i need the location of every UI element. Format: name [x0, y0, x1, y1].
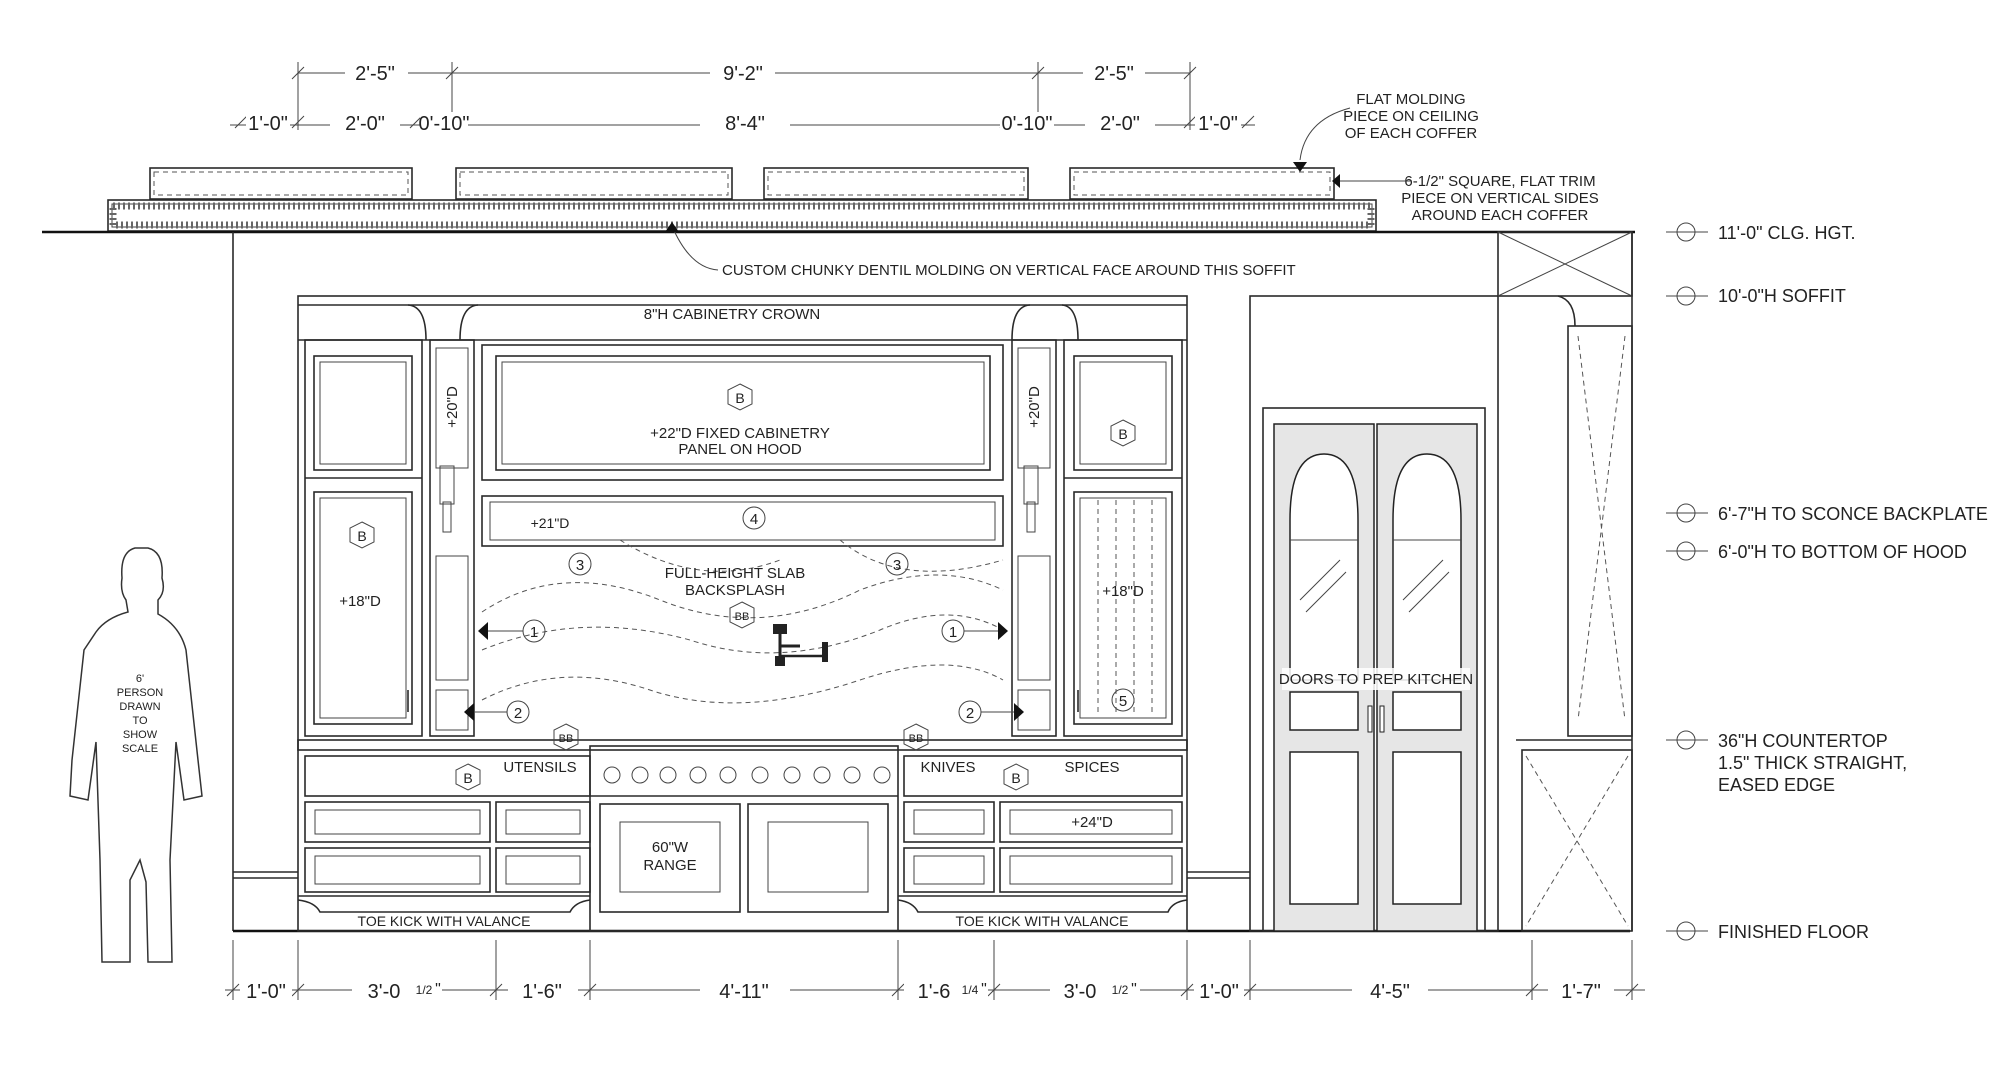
dim-top-lower-3: 0'-10" — [419, 113, 470, 135]
person-label-1: 6' — [136, 673, 144, 685]
cabinetry: 8"H CABINETRY CROWN +18"D +20"D +22"D FI… — [297, 295, 1188, 932]
note-flat-molding-1: FLAT MOLDING — [1356, 91, 1465, 108]
level-soffit: 10'-0"H SOFFIT — [1718, 286, 1846, 306]
note-flat-molding-3: OF EACH COFFER — [1345, 125, 1478, 142]
person-label-4: TO — [132, 715, 148, 727]
backsplash-label-2: BACKSPLASH — [685, 582, 785, 599]
tag-3-right: 3 — [893, 557, 901, 574]
dim-bottom-5: 1'-6 — [918, 981, 951, 1003]
tag-3-left: 3 — [576, 557, 584, 574]
dim-top-lower-4: 8'-4" — [725, 113, 765, 135]
hood-depth: +21"D — [531, 515, 570, 531]
range-label-1: 60"W — [652, 839, 689, 856]
dim-bottom-2: 3'-0 — [368, 981, 401, 1003]
dim-top-lower-7: 1'-0" — [1198, 113, 1238, 135]
toe-kick-right: TOE KICK WITH VALANCE — [956, 913, 1129, 929]
level-hood: 6'-0"H TO BOTTOM OF HOOD — [1718, 542, 1967, 562]
ceiling-coffers — [149, 167, 1335, 200]
dim-bottom-7: 1'-0" — [1199, 981, 1239, 1003]
level-markers: 11'-0" CLG. HGT. 10'-0"H SOFFIT 6'-7"H T… — [1666, 222, 1988, 942]
tag-b-right-upper: B — [1118, 426, 1127, 442]
tag-bb-left: BB — [559, 733, 574, 745]
tag-b-left-base: B — [463, 770, 472, 786]
level-countertop-2: 1.5" THICK STRAIGHT, — [1718, 753, 1907, 773]
pot-filler-icon — [773, 624, 828, 666]
dim-bottom-8: 4'-5" — [1370, 981, 1410, 1003]
note-flat-molding-2: PIECE ON CEILING — [1343, 108, 1479, 125]
tag-1-right: 1 — [949, 624, 957, 641]
note-dentil: CUSTOM CHUNKY DENTIL MOLDING ON VERTICAL… — [722, 262, 1296, 279]
dim-top-lower-6: 2'-0" — [1100, 113, 1140, 135]
left-tall-depth: +18"D — [339, 593, 381, 610]
toe-kick-left: TOE KICK WITH VALANCE — [358, 913, 531, 929]
level-countertop-3: EASED EDGE — [1718, 775, 1835, 795]
dim-bottom-3: 1'-6" — [522, 981, 562, 1003]
person-label-5: SHOW — [123, 729, 158, 741]
tag-bb-backsplash: BB — [735, 611, 750, 623]
dim-top-lower-1: 1'-0" — [248, 113, 288, 135]
level-countertop-1: 36"H COUNTERTOP — [1718, 731, 1888, 751]
scale-person: 6' PERSON DRAWN TO SHOW SCALE — [69, 547, 203, 963]
dim-bottom-4: 4'-11" — [719, 981, 768, 1003]
right-tall-depth: +18"D — [1102, 583, 1144, 600]
tag-b-left-tall: B — [357, 528, 366, 544]
dim-bottom-1: 1'-0" — [246, 981, 286, 1003]
level-ceiling: 11'-0" CLG. HGT. — [1718, 223, 1856, 243]
level-floor: FINISHED FLOOR — [1718, 922, 1869, 942]
knives-label: KNIVES — [920, 759, 975, 776]
note-flat-trim-1: 6-1/2" SQUARE, FLAT TRIM — [1404, 173, 1595, 190]
backsplash-label-1: FULL-HEIGHT SLAB — [665, 565, 806, 582]
spices-label: SPICES — [1064, 759, 1119, 776]
note-flat-trim-3: AROUND EACH COFFER — [1412, 207, 1589, 224]
person-label-2: PERSON — [117, 687, 164, 699]
top-dimensions: 2'-5" 9'-2" 2'-5" 1'-0" 2'-0" 0'-10" 8'-… — [230, 62, 1255, 136]
tag-b-right-base: B — [1011, 770, 1020, 786]
tag-5: 5 — [1119, 693, 1127, 710]
doors-label: DOORS TO PREP KITCHEN — [1279, 671, 1473, 688]
dim-bottom-2-frac: 1/2 — [416, 983, 433, 997]
callout-tags: B B B B B BB BB BB 4 3 3 1 1 2 2 — [349, 383, 1136, 791]
dim-bottom-6-frac: 1/2 — [1112, 983, 1129, 997]
note-flat-trim-2: PIECE ON VERTICAL SIDES — [1401, 190, 1599, 207]
dim-top-upper-right: 2'-5" — [1094, 63, 1134, 85]
dim-top-upper-center: 9'-2" — [723, 63, 763, 85]
dim-bottom-2-inch: " — [435, 981, 441, 998]
tag-2-left: 2 — [514, 705, 522, 722]
right-return — [1497, 231, 1633, 932]
range-knobs — [603, 766, 891, 784]
dim-bottom-5-frac: 1/4 — [962, 983, 979, 997]
utensils-label: UTENSILS — [503, 759, 576, 776]
dim-bottom-6-inch: " — [1131, 981, 1137, 998]
hood-panel-label-1: +22"D FIXED CABINETRY — [650, 425, 830, 442]
level-sconce: 6'-7"H TO SCONCE BACKPLATE — [1718, 504, 1988, 524]
dim-bottom-6: 3'-0 — [1064, 981, 1097, 1003]
dim-top-lower-2: 2'-0" — [345, 113, 385, 135]
right-column-depth: +20"D — [1026, 386, 1043, 428]
dim-bottom-5-inch: " — [981, 981, 987, 998]
tag-2-right: 2 — [966, 705, 974, 722]
tag-4: 4 — [750, 511, 758, 528]
dim-top-lower-5: 0'-10" — [1002, 113, 1053, 135]
tag-b-hood: B — [735, 390, 744, 406]
person-label-3: DRAWN — [119, 701, 160, 713]
notes: FLAT MOLDING PIECE ON CEILING OF EACH CO… — [665, 91, 1599, 279]
dim-top-upper-left: 2'-5" — [355, 63, 395, 85]
hood-panel-label-2: PANEL ON HOOD — [678, 441, 802, 458]
dim-bottom-9: 1'-7" — [1561, 981, 1601, 1003]
tag-1-left: 1 — [530, 624, 538, 641]
crown-label: 8"H CABINETRY CROWN — [644, 306, 820, 323]
person-label-6: SCALE — [122, 743, 158, 755]
right-base-depth: +24"D — [1071, 814, 1113, 831]
prep-kitchen-doors: DOORS TO PREP KITCHEN — [1249, 295, 1499, 932]
range-label-2: RANGE — [643, 857, 696, 874]
tag-bb-right: BB — [909, 733, 924, 745]
bottom-dimensions: 1'-0" 3'-0 1/2 " 1'-6" 4'-11" 1'-6 1/4 "… — [225, 940, 1645, 1006]
dentil-soffit — [42, 199, 1635, 234]
left-column-depth: +20"D — [444, 386, 461, 428]
